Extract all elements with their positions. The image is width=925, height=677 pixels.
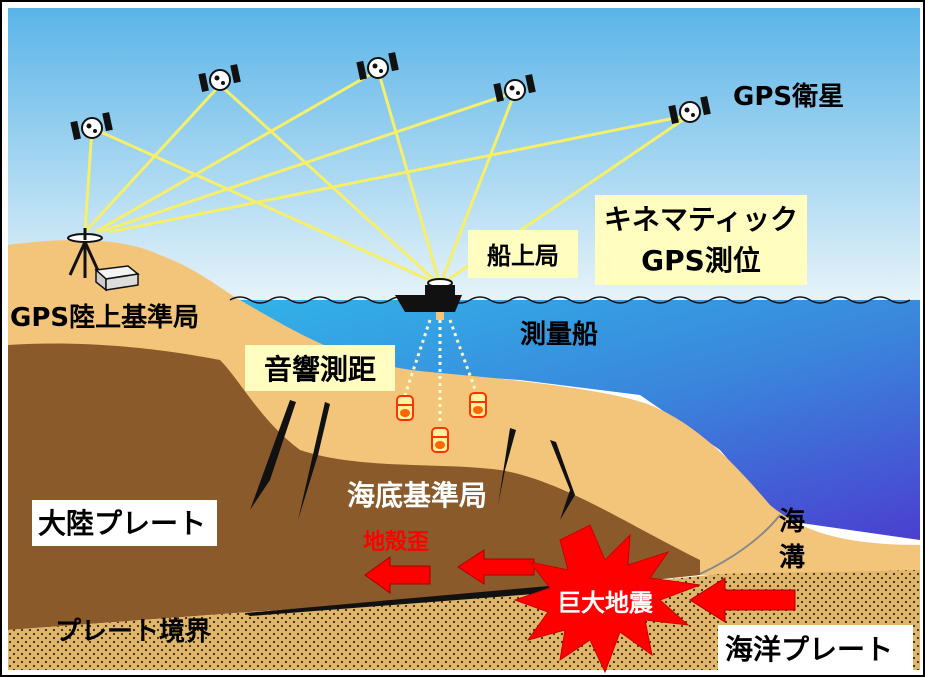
trench-label-line2: 溝	[779, 543, 805, 573]
plate-boundary-label: プレート境界	[55, 616, 211, 647]
survey-ship-label: 測量船	[520, 319, 598, 350]
sea	[8, 300, 920, 540]
oceanic-plate-label-box	[718, 625, 913, 670]
acoustic-beams	[403, 319, 478, 425]
gps-land-station-label: GPS陸上基準局	[10, 302, 199, 333]
sea-surface-waves	[229, 296, 911, 304]
survey-ship-icon	[395, 278, 462, 320]
ship-station-label-box	[468, 230, 578, 278]
continental-crust	[8, 343, 700, 630]
seafloor-station-label: 海底基準局	[347, 479, 487, 512]
continental-plate-label: 大陸プレート	[38, 507, 206, 540]
acoustic-label-box	[245, 345, 395, 391]
crustal-strain-label: 地殻歪	[363, 530, 429, 555]
earthquake-burst-icon	[513, 524, 701, 674]
gps-satellite-label: GPS衛星	[733, 82, 844, 112]
seafloor-transponder-icon	[469, 392, 487, 418]
trench-label-line1: 海	[779, 507, 805, 537]
kinematic-label-box	[595, 195, 807, 285]
oceanic-plate-label: 海洋プレート	[725, 633, 893, 666]
trench-line	[699, 514, 781, 575]
seafloor-transponder-icon	[396, 395, 414, 421]
seafloor-transponder-icon	[431, 427, 449, 453]
ship-station-label: 船上局	[487, 242, 559, 270]
oceanic-plate	[8, 570, 920, 670]
kinematic-label-line2: GPS測位	[641, 244, 761, 277]
land-gps-antenna-icon	[67, 228, 140, 292]
acoustic-ranging-label: 音響測距	[264, 353, 376, 386]
continental-plate-label-box	[32, 500, 217, 546]
fault-lines	[250, 400, 575, 520]
strain-arrows	[364, 549, 796, 623]
gps-signal-lines	[83, 68, 691, 287]
giant-earthquake-label: 巨大地震	[557, 589, 654, 617]
plate-boundary-line	[245, 585, 560, 616]
kinematic-label-line1: キネマティック	[604, 203, 798, 236]
